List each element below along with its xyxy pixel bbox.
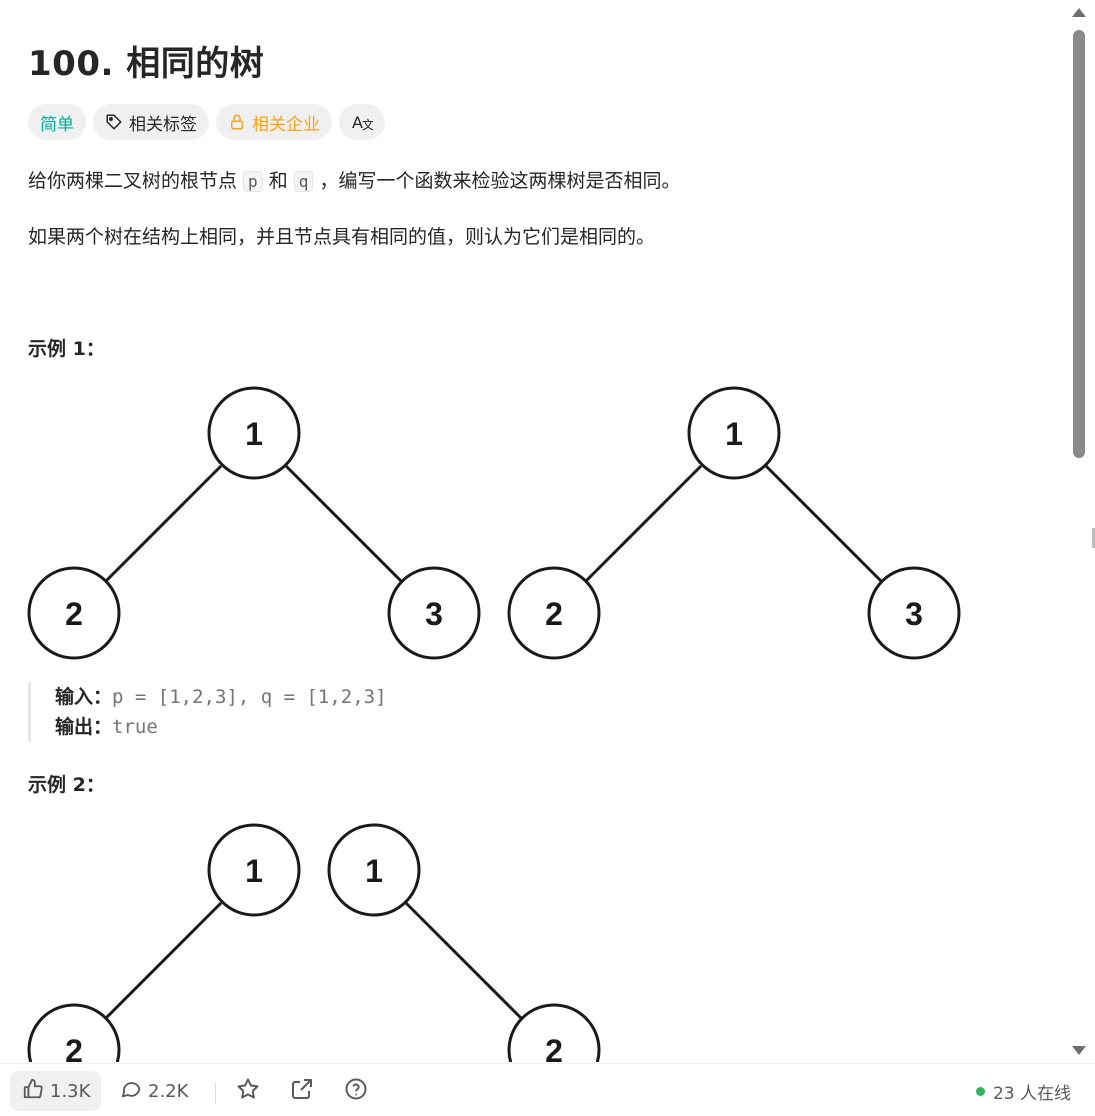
- online-users-indicator: 23 人在线: [975, 1071, 1071, 1111]
- output-label: 输出：: [55, 716, 113, 738]
- input-label: 输入：: [55, 686, 113, 708]
- tree-node-label: 3: [425, 596, 443, 632]
- example-2-tree-p: [27, 823, 301, 1062]
- example-1-io-block: 输入：p = [1,2,3], q = [1,2,3] 输出：true: [28, 682, 387, 742]
- example-2-tree-q: [327, 823, 601, 1062]
- svg-text:A: A: [352, 113, 363, 132]
- tree-node: [327, 823, 421, 917]
- example-1-input-line: 输入：p = [1,2,3], q = [1,2,3]: [55, 682, 387, 712]
- tree-node: [687, 386, 781, 480]
- tree-node: [387, 566, 481, 660]
- input-value: p = [1,2,3], q = [1,2,3]: [112, 686, 387, 708]
- tree-node: [207, 823, 301, 917]
- inline-code-q: q: [293, 171, 314, 192]
- tree-edge: [404, 901, 523, 1020]
- tree-node-label: 2: [65, 596, 83, 632]
- star-icon: [236, 1077, 260, 1106]
- bottom-action-bar: 1.3K 2.2K 23 人在线: [0, 1063, 1095, 1116]
- vertical-scrollbar[interactable]: [1065, 0, 1095, 1062]
- question-circle-icon: [344, 1077, 368, 1106]
- related-companies-label: 相关企业: [252, 114, 320, 135]
- scroll-down-arrow-icon[interactable]: [1072, 1046, 1086, 1055]
- tree-node-label: 1: [245, 416, 263, 452]
- example-1-tree-q: [507, 386, 961, 660]
- share-button[interactable]: [290, 1071, 314, 1111]
- example-2-title: 示例 2：: [28, 774, 105, 796]
- svg-text:文: 文: [362, 117, 373, 132]
- difficulty-badge[interactable]: 简单: [28, 104, 86, 140]
- tree-node: [27, 1003, 121, 1062]
- problem-title: 100. 相同的树: [28, 44, 265, 84]
- description-text: ，编写一个函数来检验这两棵树是否相同。: [313, 170, 681, 192]
- example-trees-figure: 1 2 3 1 2 3 1 2: [27, 386, 961, 1062]
- tree-node: [507, 566, 601, 660]
- lock-icon: [228, 113, 246, 131]
- tag-icon: [105, 113, 123, 131]
- scroll-up-arrow-icon[interactable]: [1072, 8, 1086, 17]
- description-text: 和: [262, 170, 294, 192]
- online-status-dot: [975, 1086, 985, 1096]
- comments-button[interactable]: 2.2K: [120, 1071, 188, 1111]
- tree-edge: [284, 464, 403, 583]
- tree-node-label: 1: [365, 853, 383, 889]
- output-value: true: [112, 716, 158, 738]
- tree-node: [207, 386, 301, 480]
- thumbs-up-icon: [22, 1078, 44, 1105]
- like-count: 1.3K: [50, 1080, 91, 1102]
- related-tags-label: 相关标签: [129, 114, 197, 135]
- tree-edge: [104, 464, 223, 583]
- favorite-button[interactable]: [236, 1071, 260, 1111]
- comment-bubble-icon: [120, 1078, 142, 1105]
- tree-node: [867, 566, 961, 660]
- tree-node-label: 2: [545, 1033, 563, 1062]
- description-paragraph-2: 如果两个树在结构上相同，并且节点具有相同的值，则认为它们是相同的。: [28, 226, 656, 248]
- scrollbar-thumb[interactable]: [1073, 30, 1085, 458]
- like-button[interactable]: 1.3K: [10, 1071, 101, 1111]
- tree-node-label: 1: [725, 416, 743, 452]
- tree-edge: [104, 901, 223, 1020]
- panel-resize-handle[interactable]: [1092, 528, 1095, 548]
- bottom-bar-divider: [215, 1082, 216, 1104]
- description-paragraph-1: 给你两棵二叉树的根节点 p 和 q ，编写一个函数来检验这两棵树是否相同。: [28, 166, 680, 197]
- description-text: 给你两棵二叉树的根节点: [28, 170, 244, 192]
- tree-edge: [764, 464, 883, 583]
- help-button[interactable]: [344, 1071, 368, 1111]
- tree-node: [27, 566, 121, 660]
- example-1-output-line: 输出：true: [55, 712, 387, 742]
- tree-node-label: 3: [905, 596, 923, 632]
- related-companies-button[interactable]: 相关企业: [216, 104, 332, 140]
- tree-node-label: 1: [245, 853, 263, 889]
- tree-node: [507, 1003, 601, 1062]
- online-count: 23 人在线: [992, 1083, 1071, 1104]
- comment-count: 2.2K: [148, 1080, 189, 1102]
- tree-node-label: 2: [545, 596, 563, 632]
- share-external-icon: [290, 1077, 314, 1106]
- related-tags-button[interactable]: 相关标签: [93, 104, 209, 140]
- inline-code-p: p: [243, 171, 263, 192]
- example-1-tree-p: [27, 386, 481, 660]
- example-1-title: 示例 1：: [28, 338, 105, 360]
- tree-edge: [584, 464, 703, 583]
- tree-node-label: 2: [65, 1033, 83, 1062]
